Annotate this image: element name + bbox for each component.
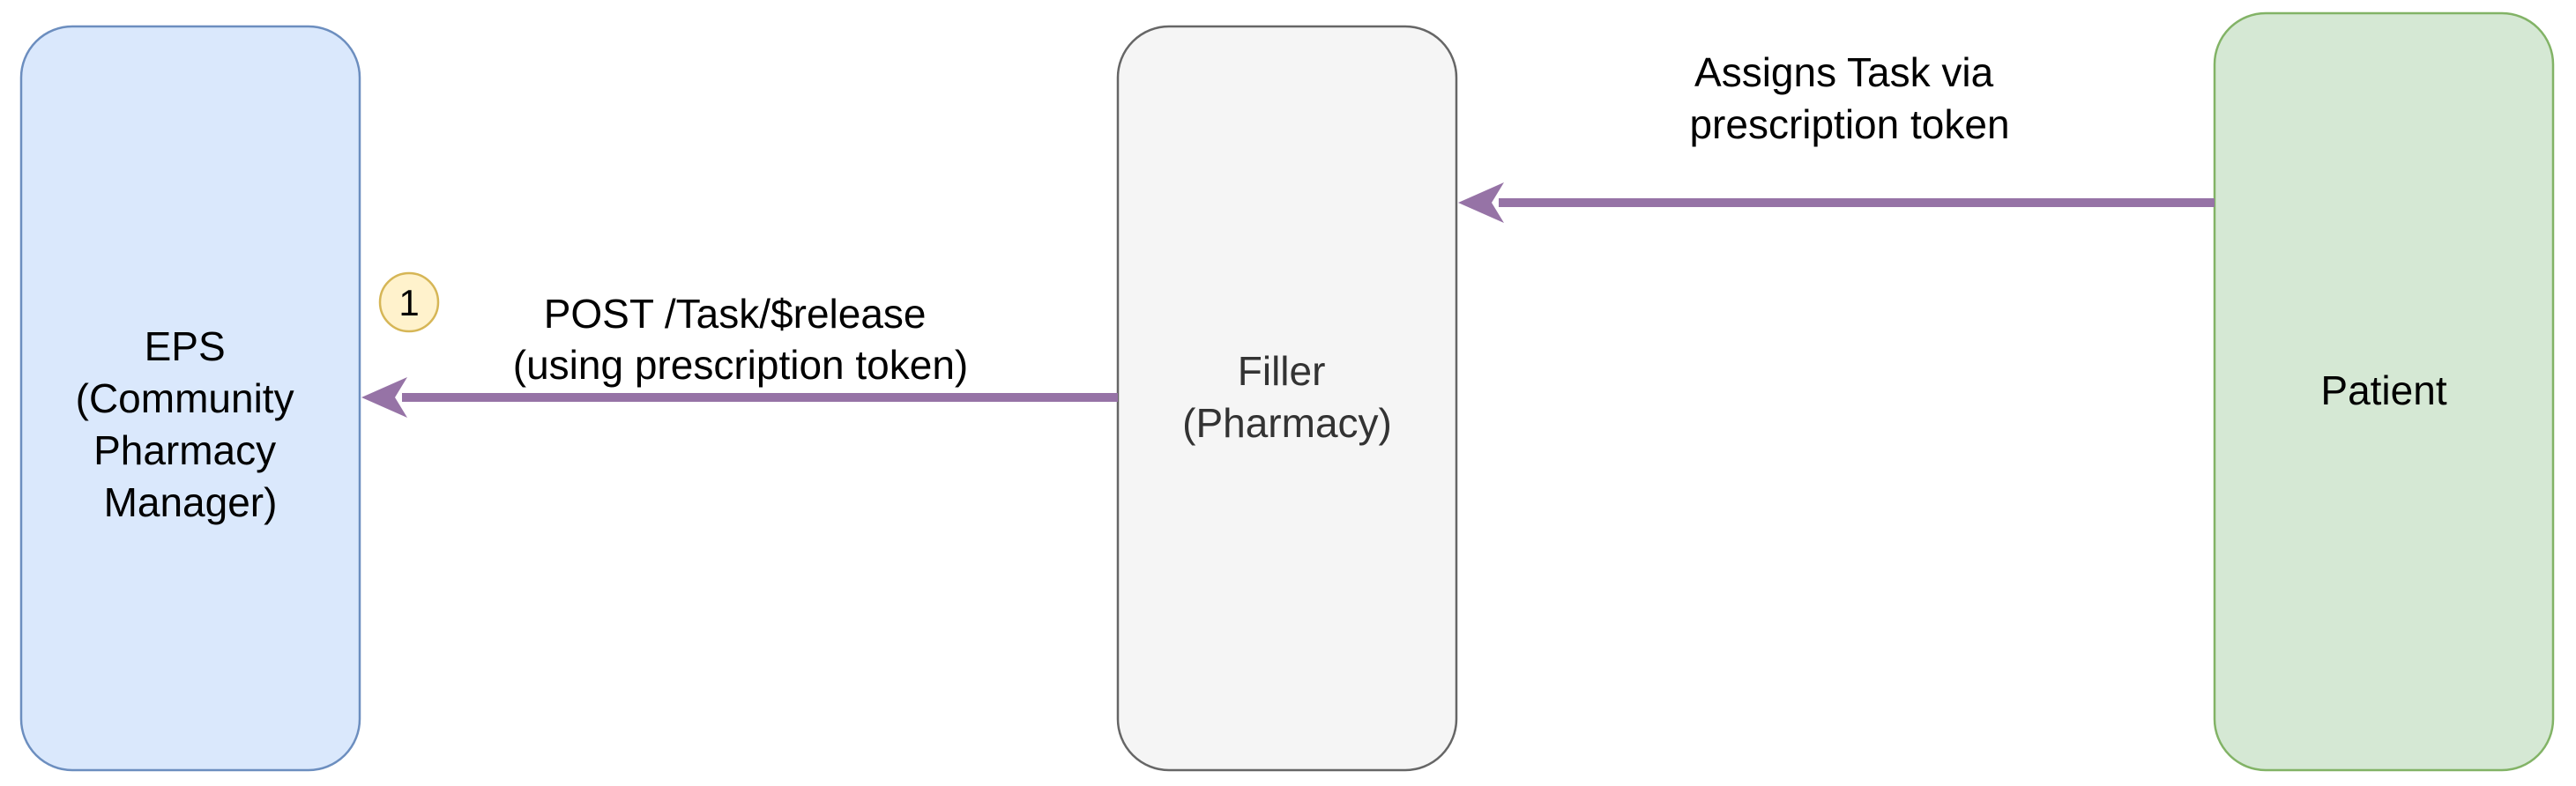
node-eps[interactable]: EPS (Community Pharmacy Manager) — [19, 25, 361, 772]
edge-patient-to-filler-label: Assigns Task via prescription token — [1689, 49, 2009, 147]
edge-filler-to-eps-label-line-1: POST /Task/$release — [544, 291, 927, 337]
node-patient-box — [2215, 13, 2553, 770]
node-filler-box — [1118, 26, 1456, 770]
step-badge-circle — [380, 273, 438, 331]
node-eps-label-line-1: EPS — [145, 323, 226, 369]
node-eps-label: EPS (Community Pharmacy Manager) — [76, 323, 306, 525]
node-patient-label-line-1: Patient — [2320, 367, 2446, 413]
step-badge-number: 1 — [398, 282, 419, 323]
node-eps-label-line-3: Pharmacy — [93, 427, 276, 473]
edge-patient-to-filler-arrowhead — [1458, 182, 1504, 223]
node-eps-label-line-4: Manager) — [104, 479, 278, 525]
node-eps-label-line-2: (Community — [76, 375, 294, 421]
node-eps-border — [19, 25, 361, 772]
edge-patient-to-filler[interactable]: Assigns Task via prescription token — [1458, 49, 2215, 223]
node-filler[interactable]: Filler (Pharmacy) — [1116, 25, 1458, 772]
edge-filler-to-eps-label: POST /Task/$release (using prescription … — [513, 291, 968, 388]
node-filler-label: Filler (Pharmacy) — [1182, 348, 1392, 446]
edge-patient-to-filler-label-line-1: Assigns Task via — [1694, 49, 1994, 95]
edge-filler-to-eps-label-line-2: (using prescription token) — [513, 342, 968, 388]
node-eps-box — [21, 26, 360, 770]
edge-patient-to-filler-label-line-2: prescription token — [1689, 101, 2009, 147]
step-badge-border — [378, 271, 440, 333]
edge-filler-to-eps[interactable]: POST /Task/$release (using prescription … — [361, 291, 1118, 418]
edge-filler-to-eps-arrowhead — [361, 377, 407, 418]
node-filler-label-line-1: Filler — [1238, 348, 1326, 394]
node-patient[interactable]: Patient — [2213, 11, 2555, 772]
node-patient-label: Patient — [2320, 367, 2446, 413]
node-filler-label-line-2: (Pharmacy) — [1182, 400, 1392, 446]
step-badge: 1 — [378, 271, 440, 333]
node-patient-border — [2213, 11, 2555, 772]
